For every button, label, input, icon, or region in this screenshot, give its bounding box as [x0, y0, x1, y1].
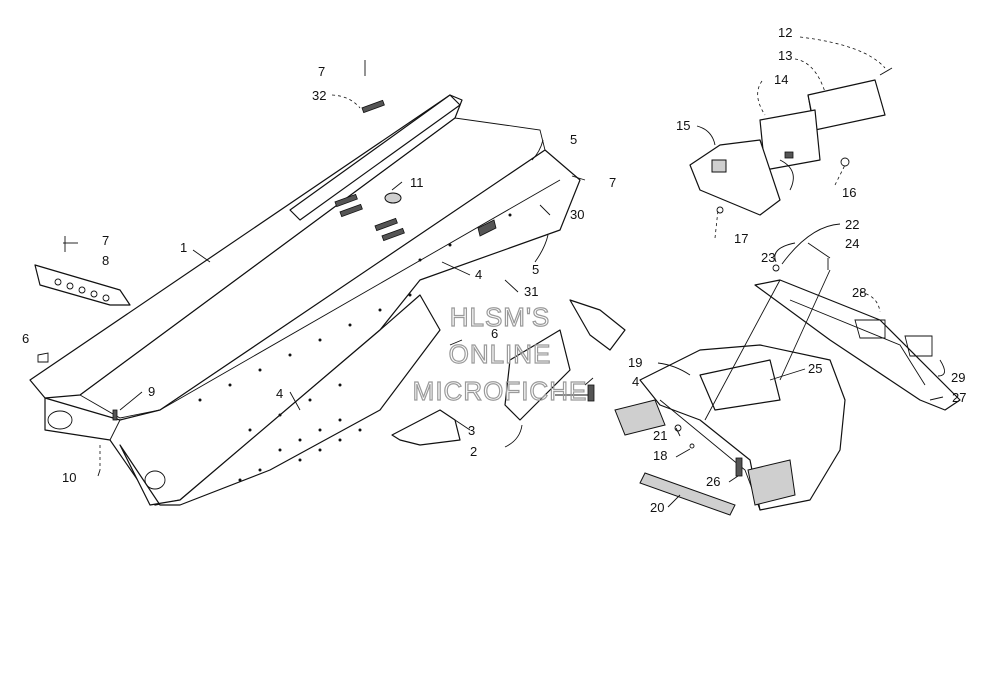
- callout-8: 8: [102, 253, 109, 268]
- callout-13: 13: [778, 48, 792, 63]
- callout-5: 5: [532, 262, 539, 277]
- callout-15: 15: [676, 118, 690, 133]
- watermark: HLSM'S ONLINE MICROFICHE: [412, 301, 588, 406]
- rivet-holes: [198, 213, 512, 482]
- callout-6: 6: [491, 326, 498, 341]
- watermark-line-1: HLSM'S: [450, 302, 551, 332]
- callout-30: 30: [570, 207, 584, 222]
- left-small-parts: [34, 60, 385, 470]
- callout-19: 19: [628, 355, 642, 370]
- callout-24: 24: [845, 236, 859, 251]
- tunnel-assembly: [29, 94, 581, 506]
- callout-10: 10: [62, 470, 76, 485]
- vent-slots: [334, 193, 405, 242]
- callout-23: 23: [761, 250, 775, 265]
- rear-bumper-assembly: [614, 258, 961, 516]
- callout-32: 32: [312, 88, 326, 103]
- callout-14: 14: [774, 72, 788, 87]
- callout-11: 11: [410, 175, 424, 190]
- callout-25: 25: [808, 361, 822, 376]
- callout-17: 17: [734, 231, 748, 246]
- callout-31: 31: [524, 284, 538, 299]
- callout-4: 4: [475, 267, 482, 282]
- callout-29: 29: [951, 370, 965, 385]
- brackets: [391, 299, 626, 446]
- watermark-line-3: MICROFICHE: [413, 376, 588, 406]
- callout-5: 5: [570, 132, 577, 147]
- callout-26: 26: [706, 474, 720, 489]
- callout-21: 21: [653, 428, 667, 443]
- callout-1: 1: [180, 240, 187, 255]
- leader-lines: [63, 36, 945, 508]
- taillight-assembly: [689, 67, 893, 216]
- callout-22: 22: [845, 217, 859, 232]
- callout-18: 18: [653, 448, 667, 463]
- watermark-line-2: ONLINE: [449, 339, 552, 369]
- callout-20: 20: [650, 500, 664, 515]
- callout-9: 9: [148, 384, 155, 399]
- callout-4: 4: [632, 374, 639, 389]
- callout-12: 12: [778, 25, 792, 40]
- callout-labels: 7 32 1 7 8 6 9 10 11 5 7 30 5 4 31 6 4 4…: [22, 25, 966, 515]
- callout-28: 28: [852, 285, 866, 300]
- callout-16: 16: [842, 185, 856, 200]
- callout-3: 3: [468, 423, 475, 438]
- callout-7: 7: [609, 175, 616, 190]
- callout-6: 6: [22, 331, 29, 346]
- callout-2: 2: [470, 444, 477, 459]
- callout-7: 7: [318, 64, 325, 79]
- callout-7: 7: [102, 233, 109, 248]
- callout-27: 27: [952, 390, 966, 405]
- callout-4: 4: [276, 386, 283, 401]
